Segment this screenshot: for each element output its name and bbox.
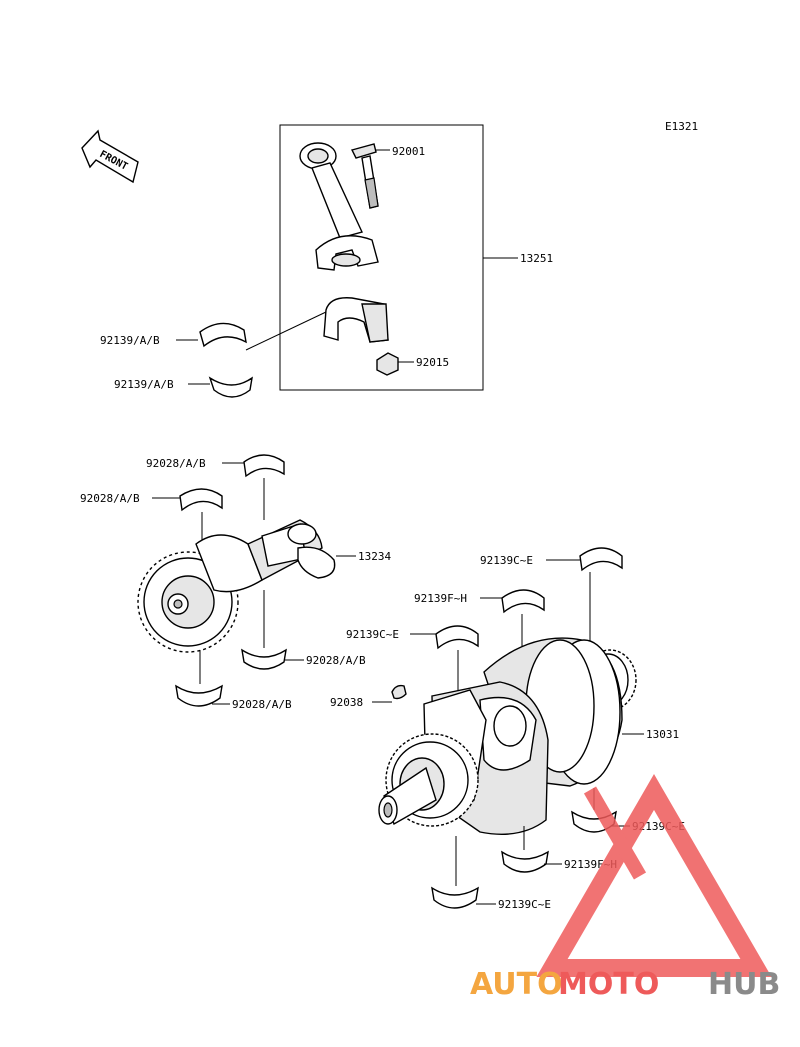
label-13031: 13031 <box>646 728 679 741</box>
watermark-auto: AUTO <box>470 967 563 1002</box>
main-bearing-top-right <box>579 547 623 572</box>
label-13234: 13234 <box>358 550 391 563</box>
label-92015: 92015 <box>416 356 449 369</box>
conrod-cap <box>323 297 389 343</box>
connecting-rod <box>299 142 379 271</box>
label-92139fh-top: 92139F~H <box>414 592 467 605</box>
conrod-bearing-upper <box>199 322 247 348</box>
label-92139-lower: 92139/A/B <box>114 378 174 391</box>
balancer-bearing-bottom-right <box>241 648 287 670</box>
label-13251: 13251 <box>520 252 553 265</box>
label-92028-bottom-left: 92028/A/B <box>232 698 292 711</box>
label-92139ce-top-left: 92139C~E <box>346 628 399 641</box>
watermark-logo <box>536 774 772 977</box>
main-bearing-bottom-left <box>431 886 479 909</box>
crank-key <box>391 684 407 700</box>
label-92001: 92001 <box>392 145 425 158</box>
conrod-bolt <box>350 143 379 209</box>
watermark-hub: HUB <box>708 967 780 1002</box>
balancer-bearing-top-right <box>243 454 285 478</box>
front-arrow-icon: FRONT <box>81 129 139 184</box>
balancer-bearing-top-left <box>179 488 223 512</box>
label-92028-bottom-right: 92028/A/B <box>306 654 366 667</box>
diagram-code: E1321 <box>665 120 698 133</box>
label-92028-top-right: 92028/A/B <box>146 457 206 470</box>
label-92038: 92038 <box>330 696 363 709</box>
watermark-text: AUTO MOTO HUB <box>470 967 780 1002</box>
label-92139-upper: 92139/A/B <box>100 334 160 347</box>
leader-bearing-to-cap <box>245 311 327 351</box>
main-bearing-fh-bottom <box>501 850 549 873</box>
crankshaft <box>378 637 637 835</box>
label-92139ce-bottom-left: 92139C~E <box>498 898 551 911</box>
conrod-bearing-lower <box>208 376 253 398</box>
main-bearing-fh-top <box>501 589 545 614</box>
label-92139ce-top-right: 92139C~E <box>480 554 533 567</box>
main-bearing-top-left <box>435 625 479 650</box>
conrod-nut <box>376 352 399 376</box>
label-92028-top-left: 92028/A/B <box>80 492 140 505</box>
watermark-moto: MOTO <box>558 967 659 1002</box>
balancer-shaft <box>137 519 336 653</box>
balancer-bearing-bottom-left <box>175 684 223 707</box>
